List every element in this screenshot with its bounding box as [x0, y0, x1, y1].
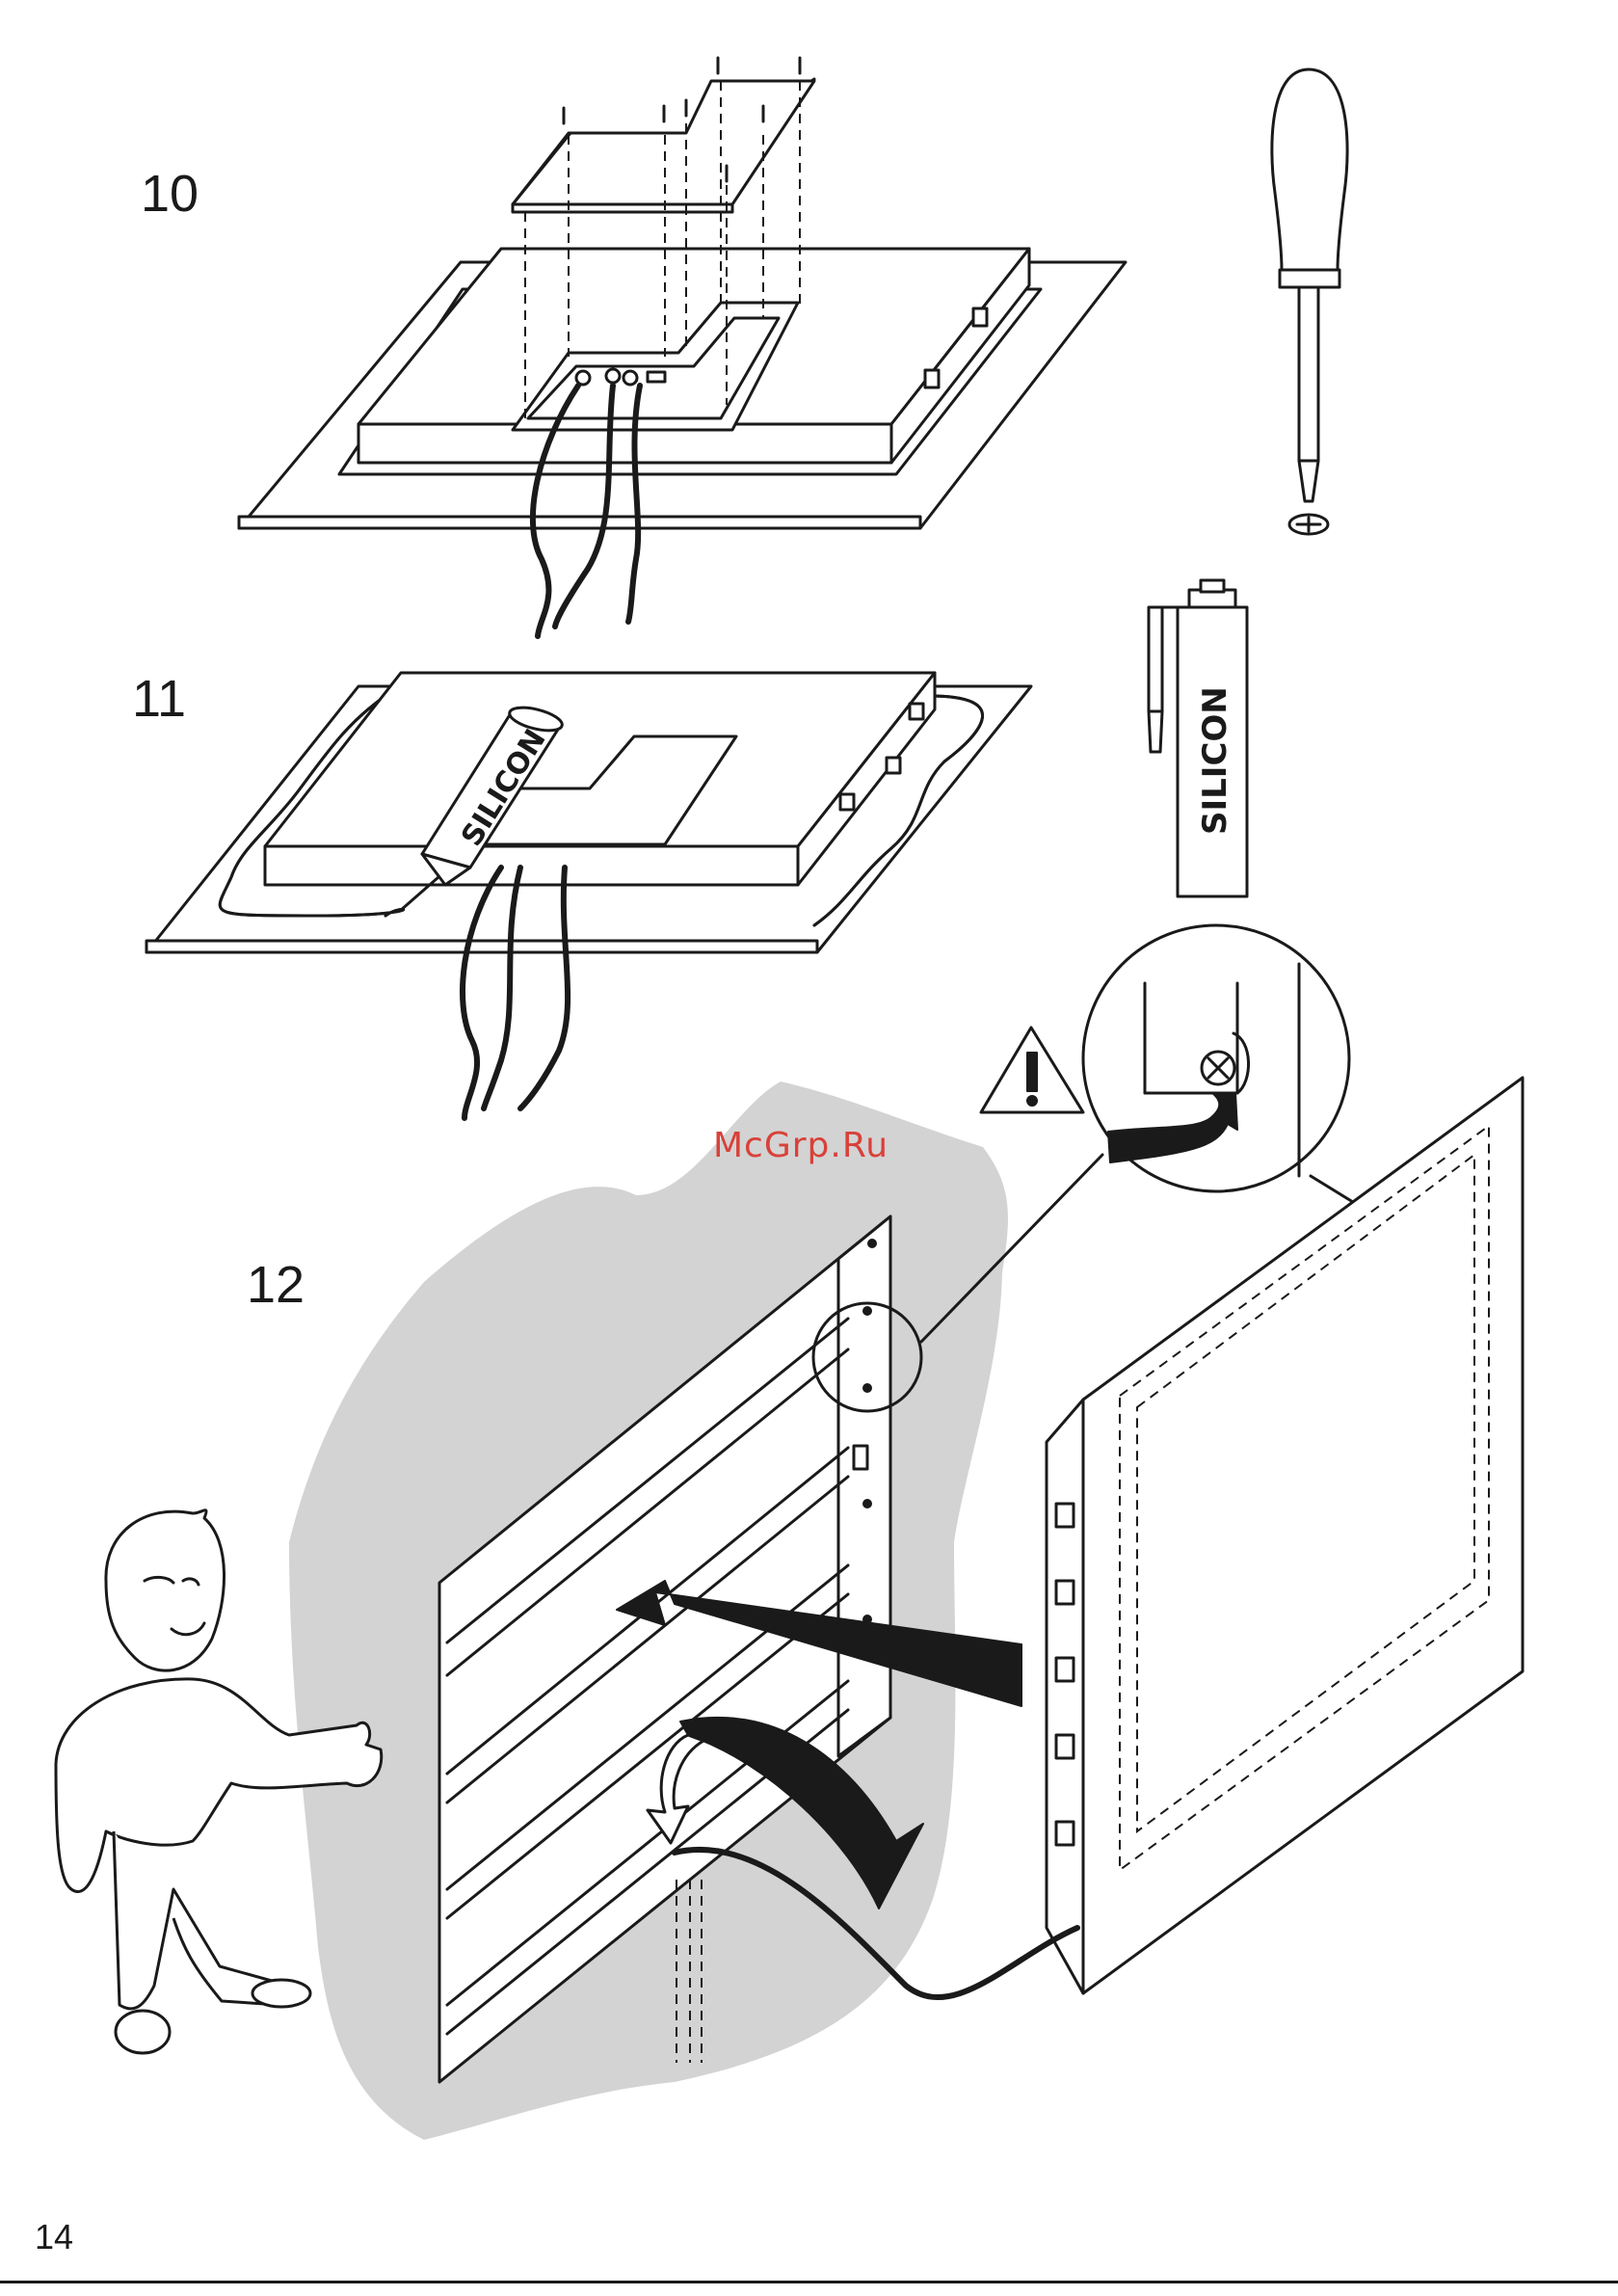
detail-magnifier: [1083, 925, 1349, 1191]
step-number-11: 11: [132, 673, 186, 725]
screwdriver-icon: [1272, 69, 1347, 534]
mirror-panel: [1047, 1078, 1523, 1993]
step10-drawing: [239, 58, 1126, 636]
step-number-12: 12: [247, 1259, 305, 1311]
silicon-cartridge-label: SILICON: [1196, 686, 1234, 835]
watermark-text: McGrp.Ru: [713, 1126, 889, 1165]
bottom-rule: [0, 2281, 1618, 2283]
step-number-10: 10: [141, 168, 199, 220]
step11-drawing: SILICON: [146, 673, 1031, 1118]
warning-triangle-icon: [981, 1028, 1083, 1112]
silicone-cartridge: SILICON: [1149, 580, 1247, 896]
page-number: 14: [35, 2217, 73, 2257]
